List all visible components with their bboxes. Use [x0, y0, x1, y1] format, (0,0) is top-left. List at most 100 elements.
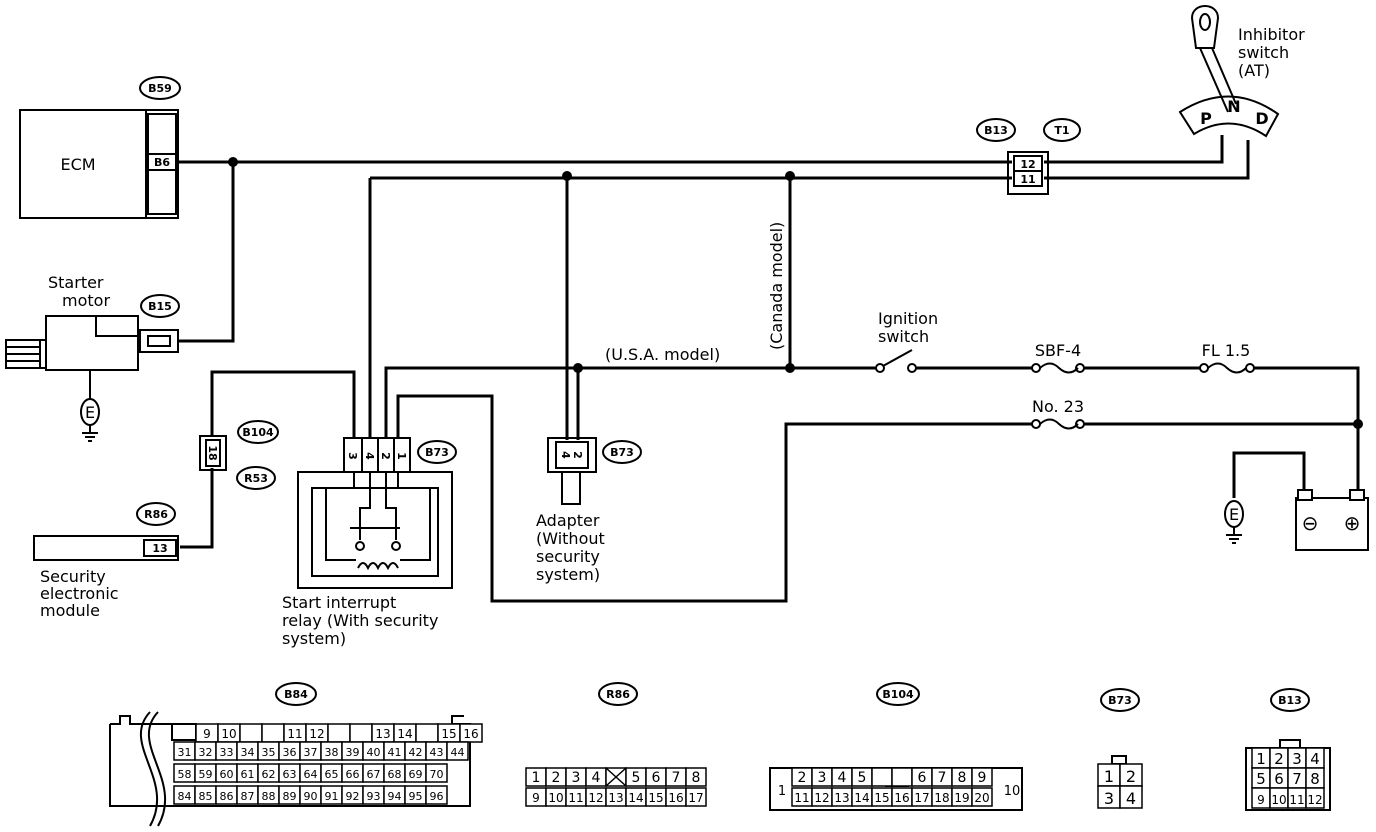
connector-pin-label: 3 [572, 770, 581, 786]
connector-pin-label: 63 [283, 768, 297, 781]
connector-pin-cell [459, 723, 483, 743]
connector-pin-label: 19 [954, 791, 969, 805]
b15-tag: B15 [140, 294, 180, 318]
battery-positive: ⊕ [1344, 511, 1361, 535]
ecm: ECM B6 [19, 109, 179, 219]
b104-tag: B104 [237, 420, 279, 444]
svg-text:B104: B104 [882, 688, 914, 701]
inhibitor-label-2: switch [1238, 43, 1289, 62]
b73-tag-relay: B73 [417, 440, 457, 464]
connector-pin-label: 42 [409, 746, 423, 759]
svg-text:B13: B13 [1278, 694, 1302, 707]
connector-pin-label: 18 [934, 791, 949, 805]
t1-tag: T1 [1043, 118, 1081, 142]
connector-pin-label: 9 [203, 727, 211, 741]
svg-text:2: 2 [571, 451, 584, 459]
connector-pin-label: 15 [648, 791, 663, 805]
connector-pin-label: 65 [325, 768, 339, 781]
connector-pin-label: 95 [409, 790, 423, 803]
connector-pin-label: 5 [858, 770, 867, 786]
connector-pin-label: 67 [367, 768, 381, 781]
connector-pin-label: 41 [388, 746, 402, 759]
connector-pin-cell [415, 723, 439, 743]
connector-pin-label: 12 [1307, 793, 1322, 807]
connector-pin-label: 17 [688, 791, 703, 805]
security-module: 13 Security electronic module [33, 535, 179, 620]
svg-text:1: 1 [395, 452, 408, 460]
connector-pin-label: 15 [874, 791, 889, 805]
svg-text:B73: B73 [610, 446, 634, 459]
connector-pin-label: 6 [652, 770, 661, 786]
connector-pin-label: 11 [287, 727, 302, 741]
b73-tag-adapter: B73 [602, 440, 642, 464]
adapter-label-3: security [536, 547, 600, 566]
fuse-fl15: FL 1.5 [1199, 341, 1255, 374]
junction-dots [228, 157, 1363, 429]
b59-tag: B59 [139, 76, 181, 100]
connector-pin-label: 68 [388, 768, 402, 781]
connector-pin-label: 61 [241, 768, 255, 781]
connector-pin-label: 4 [592, 770, 601, 786]
svg-text:R86: R86 [606, 688, 630, 701]
connector-pin-label: 89 [283, 790, 297, 803]
connector-pin-cell [327, 723, 351, 743]
adapter-label-2: (Without [536, 529, 605, 548]
usa-model-label: (U.S.A. model) [605, 345, 720, 364]
connector-pin-cell [685, 787, 707, 807]
connector-pin-label: 16 [668, 791, 683, 805]
svg-text:B13: B13 [984, 124, 1008, 137]
inhibitor-p: P [1200, 109, 1212, 128]
connector-pin-label: 2 [798, 770, 807, 786]
connector-pin-label: 62 [262, 768, 276, 781]
connector-pin-label: 87 [241, 790, 255, 803]
connector-pin-cell [349, 723, 373, 743]
connector-pin-label: 5 [1256, 770, 1266, 788]
security-label-1: Security [40, 567, 106, 586]
svg-text:2: 2 [379, 452, 392, 460]
connector-pin-cell [685, 767, 707, 787]
connector-pin-label: 90 [304, 790, 318, 803]
connector-pin-label: 10 [221, 727, 236, 741]
connector-pin-label: 9 [1257, 793, 1265, 807]
adapter: 4 2 Adapter (Without security system) [536, 437, 605, 584]
connector-pin-label: 7 [938, 770, 947, 786]
connector-pin-label: 37 [304, 746, 318, 759]
connector-pin-label: 12 [814, 791, 829, 805]
connector-pin-label: 7 [1292, 770, 1302, 788]
connector-pin-label: 85 [199, 790, 213, 803]
connector-pin-label: 11 [1289, 793, 1304, 807]
starter-label-2: motor [62, 291, 110, 310]
connector-pin-label: 40 [367, 746, 381, 759]
connector-pin-label: 6 [1274, 770, 1284, 788]
connector-pin-label: 86 [220, 790, 234, 803]
wires [178, 135, 1360, 603]
battery-ground: E [1224, 500, 1244, 544]
connector-pin-label: 44 [451, 746, 465, 759]
svg-text:R86: R86 [144, 508, 168, 521]
ignition-label-2: switch [878, 327, 929, 346]
connector-pin-cell [971, 767, 993, 787]
connector-pin-label: 3 [818, 770, 827, 786]
connector-pin-label: 11 [568, 791, 583, 805]
b13-tag: B13 [976, 118, 1016, 142]
adapter-label-1: Adapter [536, 511, 600, 530]
starter-label-1: Starter [48, 273, 104, 292]
b59-pin: B6 [154, 156, 170, 169]
connector-pin-cell [971, 787, 993, 807]
connector-pin-label: 93 [367, 790, 381, 803]
svg-text:B73: B73 [425, 446, 449, 459]
ignition-label-1: Ignition [878, 309, 938, 328]
canada-model-label: (Canada model) [767, 222, 786, 350]
connector-pin-label: 10 [1271, 793, 1286, 807]
connector-pin-label: 12 [588, 791, 603, 805]
connector-pin-label: 6 [918, 770, 927, 786]
connector-pin-cell [891, 767, 913, 787]
connector-pin-label: 16 [463, 727, 478, 741]
connector-pin-cell [871, 767, 893, 787]
connector-pin-cell [425, 763, 448, 783]
connector-pin-label: 7 [672, 770, 681, 786]
